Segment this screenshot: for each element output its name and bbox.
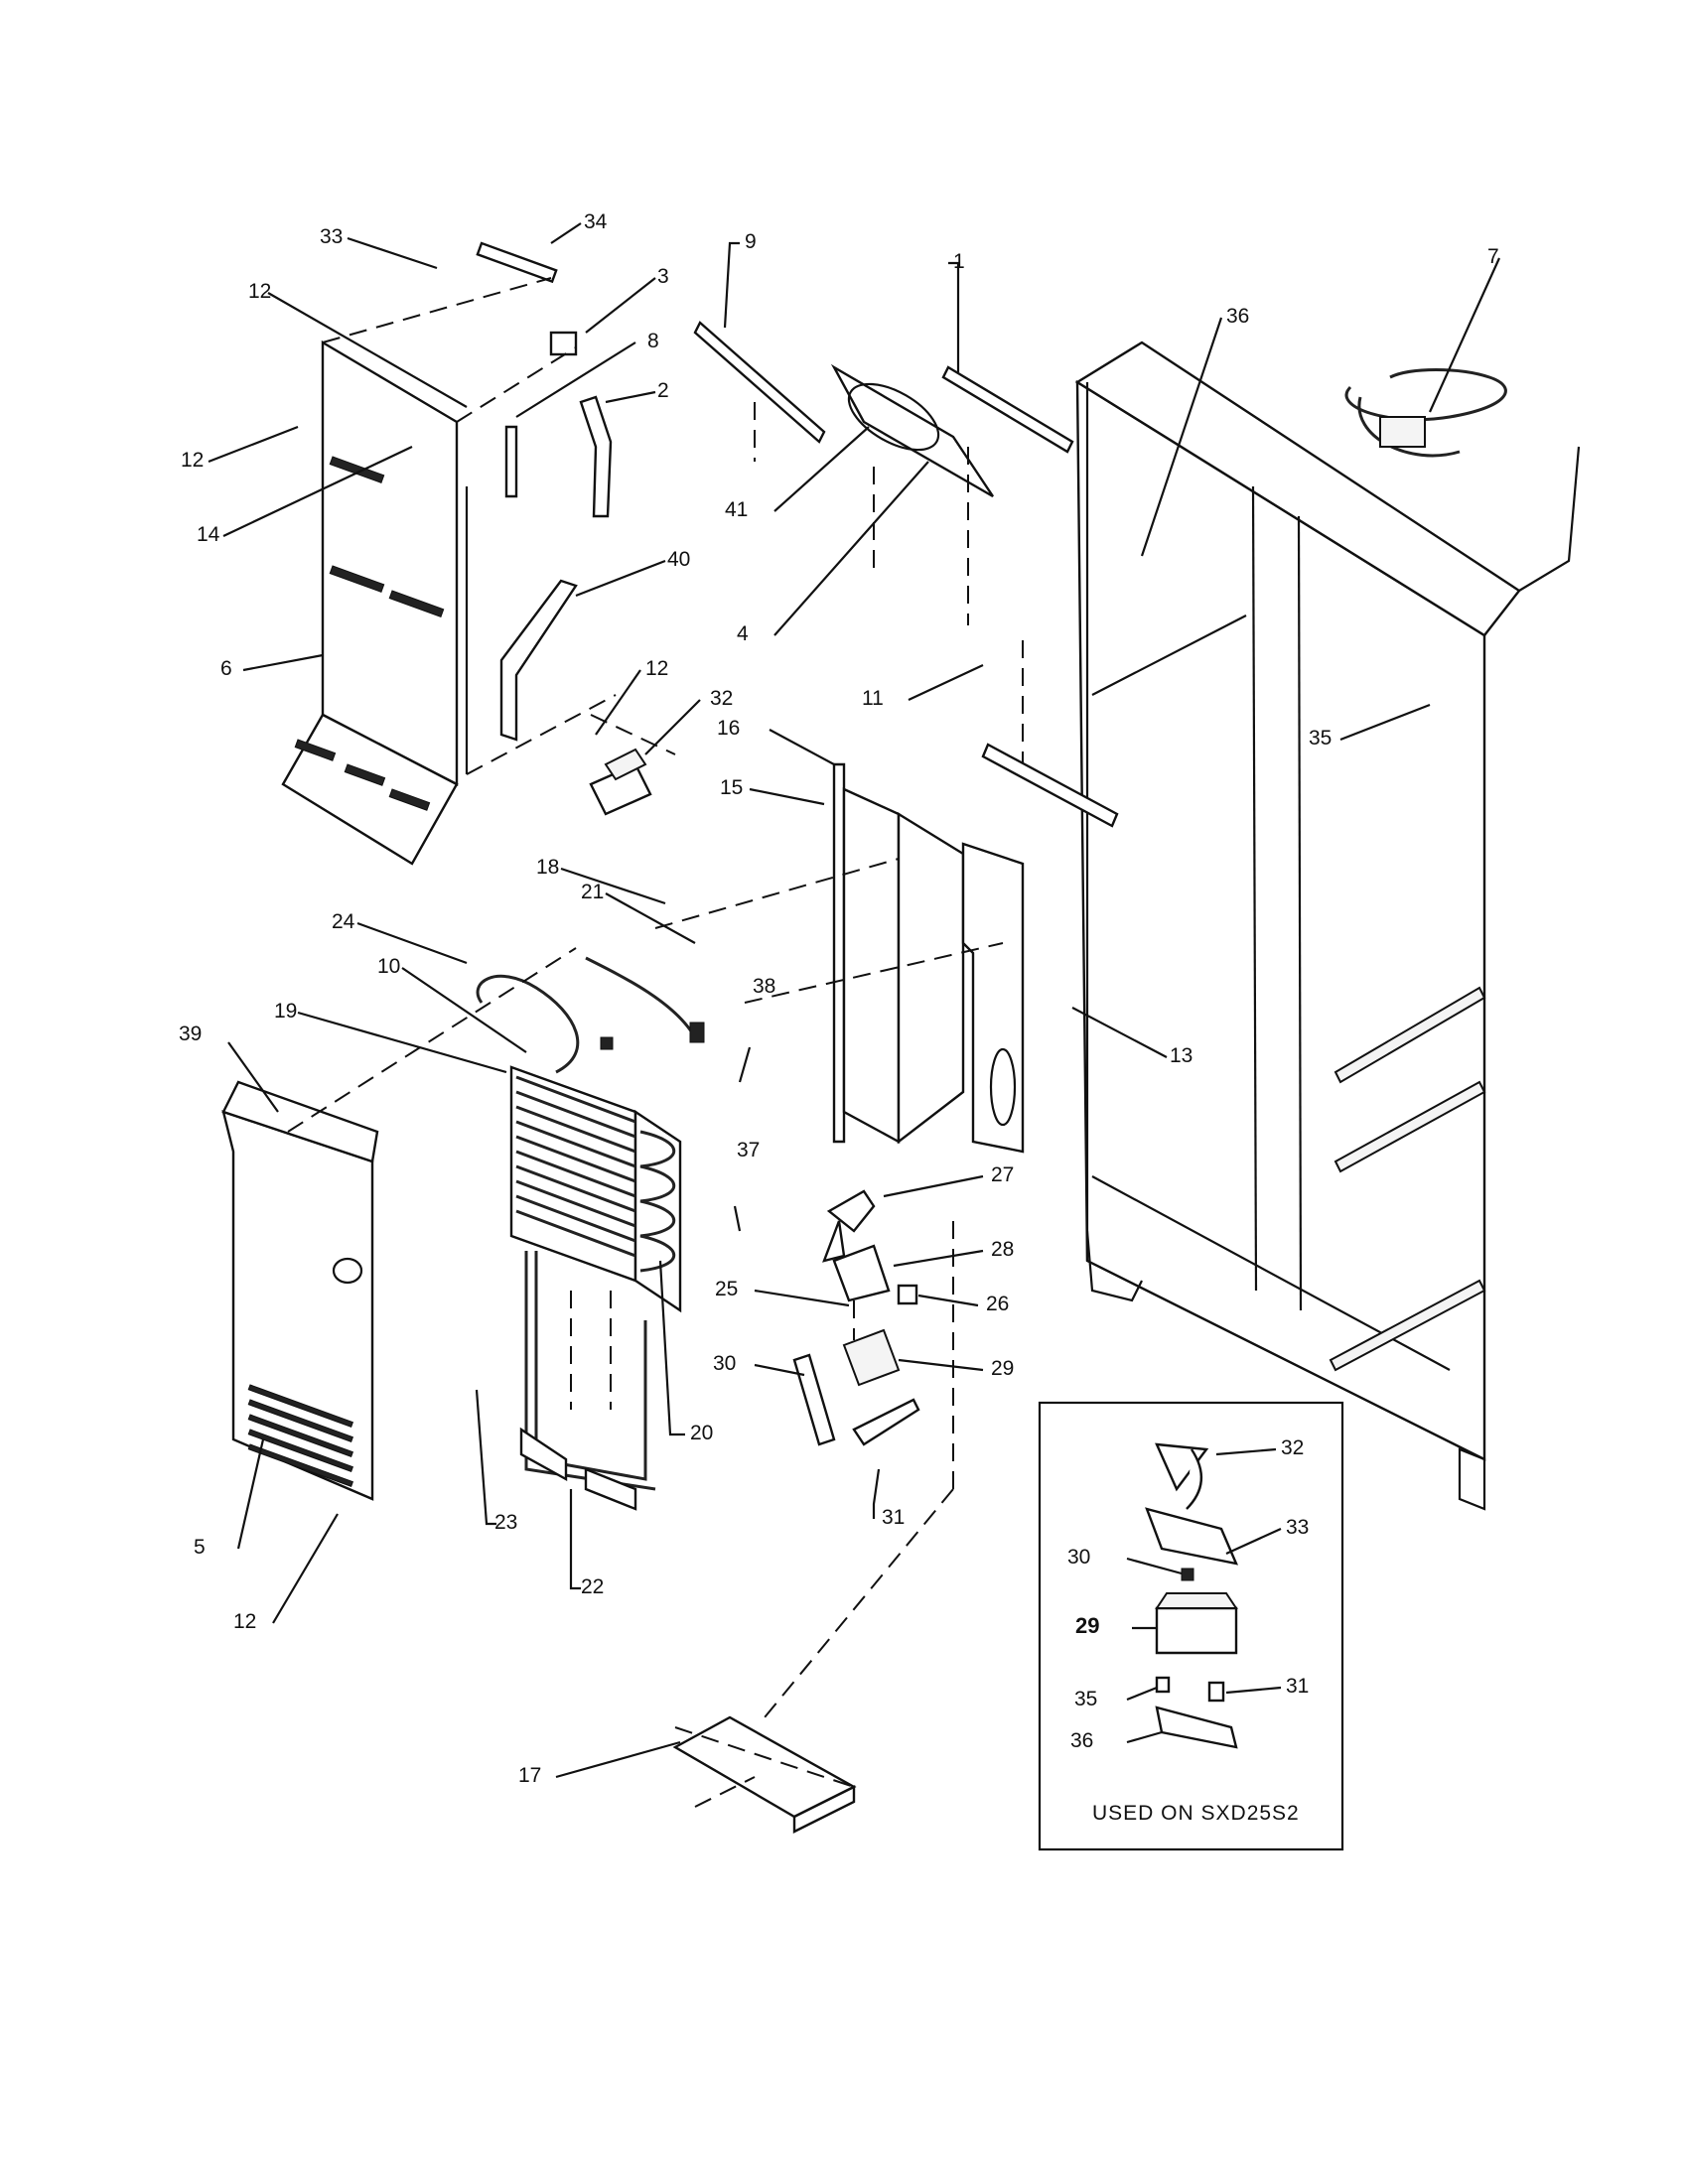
callout-27: 27 <box>991 1163 1014 1186</box>
callout-32: 32 <box>710 687 733 710</box>
leader-lines <box>208 222 1501 1779</box>
fan-motor-assembly <box>764 1189 954 1718</box>
inset-callout-32: 32 <box>1281 1436 1304 1459</box>
callout-12-bottom: 12 <box>233 1610 256 1633</box>
callout-5: 5 <box>194 1536 206 1559</box>
callout-35: 35 <box>1309 727 1332 750</box>
callout-13: 13 <box>1170 1044 1193 1067</box>
inset-callout-29: 29 <box>1075 1613 1099 1638</box>
evaporator-coil <box>476 956 705 1511</box>
callout-41: 41 <box>725 498 748 521</box>
callout-22: 22 <box>581 1575 604 1598</box>
drain-trough <box>672 1715 857 1834</box>
callout-20: 20 <box>690 1422 713 1444</box>
callout-8: 8 <box>647 330 659 352</box>
callout-12-left: 12 <box>181 449 204 472</box>
inset-callout-30: 30 <box>1067 1546 1090 1569</box>
callout-14: 14 <box>197 523 220 546</box>
bracket-32 <box>589 714 676 816</box>
callout-15: 15 <box>720 776 743 799</box>
top-shroud <box>693 321 1119 828</box>
callout-40: 40 <box>667 548 690 571</box>
cabinet <box>1074 341 1581 1511</box>
callout-6: 6 <box>220 657 232 680</box>
callout-12-mid: 12 <box>645 657 668 680</box>
callout-19: 19 <box>274 1000 297 1023</box>
callout-3: 3 <box>657 265 669 288</box>
callout-34: 34 <box>584 210 608 233</box>
air-duct <box>654 762 1025 1154</box>
callout-39: 39 <box>179 1023 202 1045</box>
rear-panel-assembly <box>281 241 617 866</box>
inset-caption: USED ON SXD25S2 <box>1092 1802 1300 1825</box>
callout-16: 16 <box>717 717 740 740</box>
callout-11: 11 <box>862 687 884 710</box>
callout-25: 25 <box>715 1278 738 1300</box>
callout-24: 24 <box>332 910 355 933</box>
inset-callout-33: 33 <box>1286 1516 1309 1539</box>
callout-36: 36 <box>1226 305 1249 328</box>
callout-29: 29 <box>991 1357 1014 1380</box>
callout-31: 31 <box>882 1506 905 1529</box>
callout-28: 28 <box>991 1238 1014 1261</box>
inset-callout-36: 36 <box>1070 1729 1093 1752</box>
callout-12-top: 12 <box>248 280 271 303</box>
callout-4: 4 <box>737 622 749 645</box>
callout-37: 37 <box>737 1139 760 1161</box>
callout-1: 1 <box>953 250 965 273</box>
callout-2: 2 <box>657 379 669 402</box>
callout-9: 9 <box>745 230 757 253</box>
inset-box <box>1038 1401 1344 1851</box>
inset-callout-35: 35 <box>1074 1688 1097 1710</box>
callout-7: 7 <box>1487 245 1499 268</box>
access-panel <box>221 947 577 1501</box>
vent-grille <box>247 1384 354 1487</box>
callout-26: 26 <box>986 1293 1009 1315</box>
callout-10: 10 <box>377 955 400 978</box>
callout-labels: 33 34 12 3 8 2 12 14 40 6 12 32 9 1 7 36… <box>179 210 1499 1787</box>
callout-33: 33 <box>320 225 343 248</box>
callout-21: 21 <box>581 881 604 903</box>
inset-callout-31: 31 <box>1286 1675 1309 1698</box>
callout-18: 18 <box>536 856 559 879</box>
inset-labels: 32 33 30 29 31 35 36 USED ON SXD25S2 <box>1067 1436 1309 1825</box>
callout-17: 17 <box>518 1764 541 1787</box>
callout-38: 38 <box>753 975 775 998</box>
callout-30: 30 <box>713 1352 736 1375</box>
callout-23: 23 <box>494 1511 517 1534</box>
